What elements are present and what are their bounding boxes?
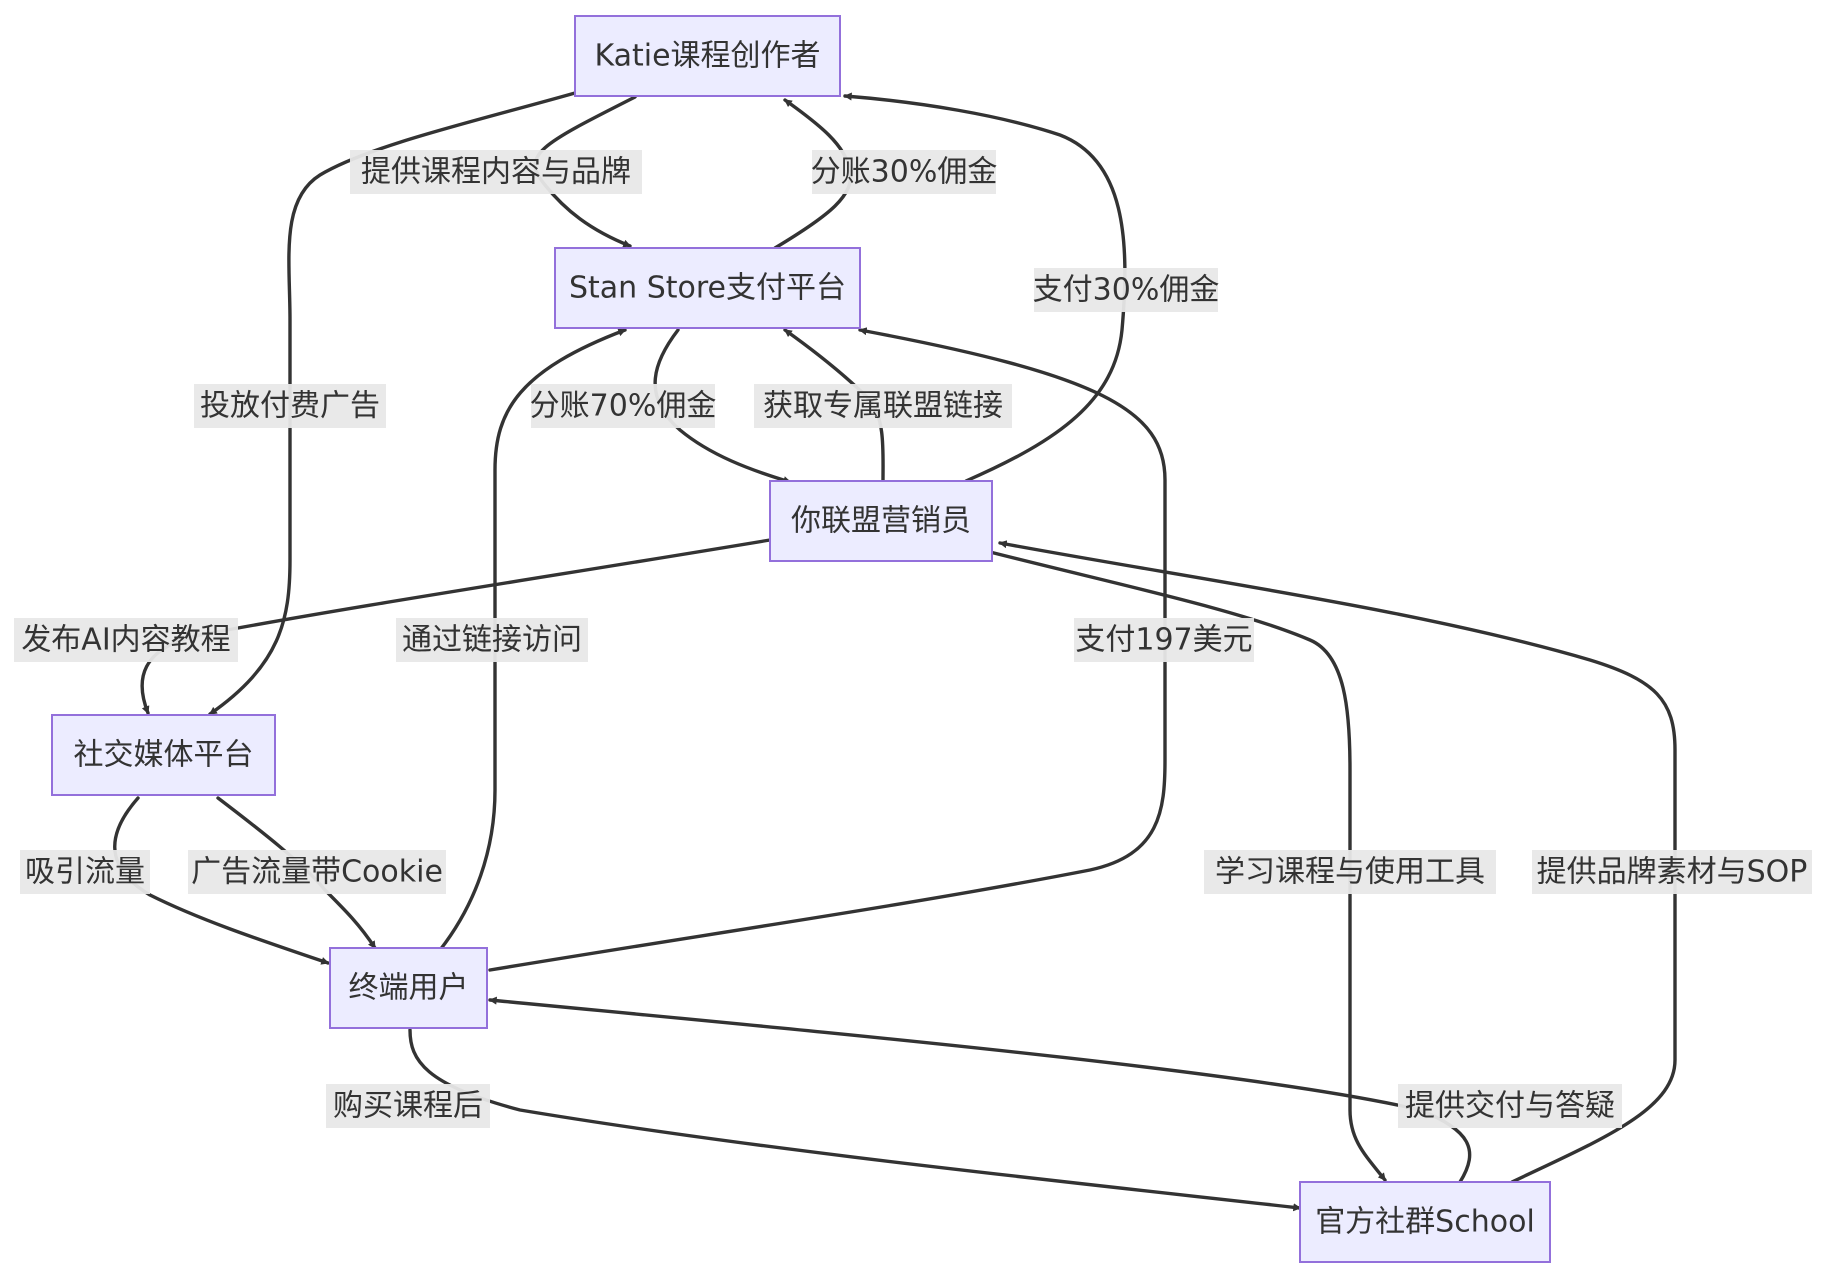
edge-label-e12: 吸引流量 — [20, 850, 150, 894]
edge-affiliate-to-katie — [843, 92, 1127, 483]
edge-label-e14: 购买课程后 — [326, 1084, 490, 1128]
edge-affiliate-to-social — [140, 538, 772, 715]
node-affiliate[interactable]: 你联盟营销员 — [769, 480, 993, 562]
edge-school-to-user — [488, 996, 1472, 1184]
node-label: 你联盟营销员 — [791, 504, 971, 539]
edge-label-text: 支付30%佣金 — [1033, 273, 1220, 308]
edge-label-text: 广告流量带Cookie — [191, 855, 443, 890]
edge-label-text: 提供品牌素材与SOP — [1537, 855, 1808, 890]
edge-stan-to-affiliate — [653, 328, 792, 484]
edges-layer — [113, 91, 1677, 1212]
edge-user-to-stan — [438, 328, 627, 952]
node-school-community[interactable]: 官方社群School — [1299, 1181, 1551, 1263]
edge-label-text: 分账30%佣金 — [811, 155, 998, 190]
node-label: Katie课程创作者 — [594, 39, 820, 74]
node-end-user[interactable]: 终端用户 — [329, 947, 488, 1029]
edge-label-e13: 广告流量带Cookie — [188, 850, 446, 894]
node-label: 官方社群School — [1315, 1205, 1535, 1240]
node-label: 社交媒体平台 — [74, 738, 254, 773]
edge-label-e7: 发布AI内容教程 — [14, 618, 238, 662]
edge-label-e4: 投放付费广告 — [194, 384, 386, 428]
edge-label-text: 发布AI内容教程 — [21, 623, 230, 658]
node-label: Stan Store支付平台 — [569, 271, 846, 306]
edge-user-to-stan-payment — [488, 327, 1167, 972]
edge-label-e11: 提供品牌素材与SOP — [1532, 850, 1812, 894]
edge-label-e6: 获取专属联盟链接 — [754, 384, 1012, 428]
nodes-layer: Katie课程创作者 Stan Store支付平台 你联盟营销员 社交媒体平台 … — [51, 15, 1551, 1263]
edge-label-e3: 支付30%佣金 — [1033, 268, 1220, 312]
edge-label-text: 通过链接访问 — [402, 623, 582, 658]
edge-label-e15: 提供交付与答疑 — [1398, 1084, 1622, 1128]
edge-user-to-school — [408, 1028, 1302, 1212]
edge-katie-to-social — [208, 91, 577, 716]
edge-labels-layer: 提供课程内容与品牌 分账30%佣金 支付30%佣金 投放付费广告 分账70%佣金… — [14, 150, 1812, 1128]
edge-label-text: 提供课程内容与品牌 — [361, 155, 631, 190]
node-label: 终端用户 — [349, 971, 469, 1006]
edge-label-e9: 支付197美元 — [1074, 618, 1254, 662]
edge-label-text: 学习课程与使用工具 — [1215, 855, 1485, 890]
edge-label-text: 获取专属联盟链接 — [763, 389, 1003, 424]
node-stan-store[interactable]: Stan Store支付平台 — [554, 247, 861, 329]
edge-label-text: 投放付费广告 — [200, 389, 380, 424]
edge-label-e8: 通过链接访问 — [396, 618, 588, 662]
edge-label-text: 分账70%佣金 — [530, 389, 717, 424]
edge-label-text: 购买课程后 — [333, 1089, 483, 1124]
node-katie[interactable]: Katie课程创作者 — [574, 15, 841, 97]
edge-label-text: 提供交付与答疑 — [1405, 1089, 1615, 1124]
edge-social-to-user-traffic — [113, 796, 330, 965]
edge-label-text: 支付197美元 — [1075, 623, 1252, 658]
edge-label-e10: 学习课程与使用工具 — [1204, 850, 1496, 894]
node-social-media[interactable]: 社交媒体平台 — [51, 714, 276, 796]
edge-label-e5: 分账70%佣金 — [530, 384, 717, 428]
edge-school-to-affiliate — [998, 540, 1677, 1184]
edge-affiliate-to-school — [988, 550, 1387, 1182]
edge-label-e1: 提供课程内容与品牌 — [350, 150, 642, 194]
edge-label-e2: 分账30%佣金 — [811, 150, 998, 194]
edge-label-text: 吸引流量 — [25, 855, 145, 890]
